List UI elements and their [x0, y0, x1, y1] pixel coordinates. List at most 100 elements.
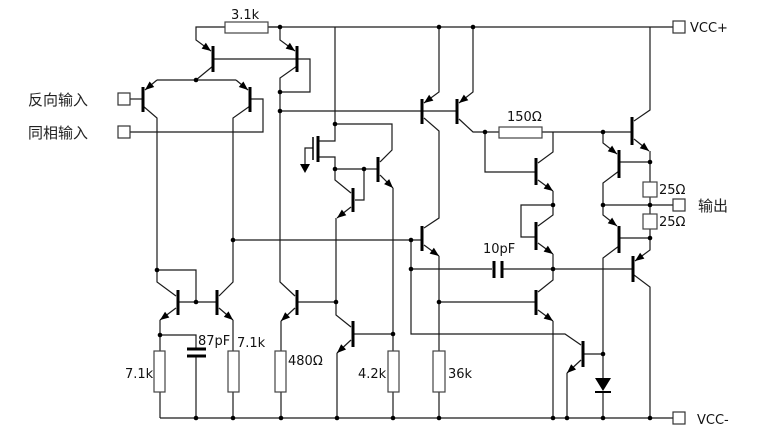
resistor-7-1k-right-label: 7.1k — [237, 336, 266, 351]
wire — [213, 58, 311, 93]
emitter-arrow-icon — [635, 252, 645, 261]
junction-dot — [647, 159, 653, 165]
emitter-arrow-icon — [337, 344, 347, 353]
emitter-arrow-icon — [384, 179, 393, 188]
wire — [602, 170, 620, 205]
inverting-input-pin[interactable] — [117, 92, 131, 106]
junction-dot — [230, 415, 236, 421]
junction-dot — [600, 129, 606, 135]
junction-dot — [157, 332, 163, 338]
junction-dot — [564, 415, 570, 421]
output-pin[interactable] — [672, 198, 686, 212]
emitter-arrow-icon — [607, 145, 617, 154]
wire — [142, 105, 177, 297]
wire — [335, 218, 352, 328]
junction-dot — [647, 202, 653, 208]
resistor-25-bottom-label: 25Ω — [659, 215, 686, 230]
ground-arrow-icon — [300, 164, 310, 173]
inverting-input-label: 反向输入 — [28, 91, 88, 109]
emitter-arrow-icon — [145, 81, 155, 90]
junction-dot — [482, 129, 488, 135]
junction-dot — [647, 415, 653, 421]
capacitor-87pf-label: 87pF — [198, 334, 230, 349]
emitter-arrow-icon — [459, 94, 469, 103]
resistor-4-2k — [387, 350, 400, 393]
capacitor-10pf-label: 10pF — [483, 242, 515, 257]
emitter-arrow-icon — [543, 182, 553, 191]
junction-dot — [230, 237, 236, 243]
wire — [537, 254, 554, 293]
wire — [423, 27, 440, 104]
wire — [195, 65, 214, 81]
junction-dot — [193, 299, 199, 305]
junction-dot — [277, 89, 283, 95]
junction-dot — [600, 202, 606, 208]
junction-dot — [334, 415, 340, 421]
resistor-25-top-label: 25Ω — [659, 183, 686, 198]
junction-dot — [278, 415, 284, 421]
emitter-arrow-icon — [607, 217, 617, 226]
emitter-arrow-icon — [543, 245, 553, 254]
junction-dot — [550, 415, 556, 421]
wire — [520, 204, 553, 238]
junction-dot — [390, 331, 396, 337]
junction-dot — [193, 77, 199, 83]
emitter-arrow-icon — [281, 312, 291, 321]
emitter-arrow-icon — [424, 94, 434, 103]
junction-dot — [332, 166, 338, 172]
wire — [410, 240, 582, 346]
junction-dot — [550, 202, 556, 208]
wire — [423, 117, 440, 229]
resistor-480-label: 480Ω — [288, 354, 323, 369]
wire — [484, 132, 536, 173]
wire — [130, 98, 264, 133]
wire — [458, 27, 474, 104]
resistor-36k — [432, 350, 446, 393]
wire — [195, 26, 225, 52]
emitter-arrow-icon — [238, 81, 248, 90]
wire — [537, 132, 554, 164]
resistor-25-top — [642, 181, 658, 198]
wire — [160, 334, 197, 349]
resistor-3-1k — [224, 21, 269, 34]
wire — [279, 65, 298, 297]
wire — [318, 27, 336, 142]
wire — [334, 169, 352, 194]
resistor-25-bottom — [642, 213, 658, 230]
resistor-7-1k-left — [153, 350, 166, 393]
emitter-arrow-icon — [160, 311, 170, 320]
junction-dot — [193, 415, 199, 421]
junction-dot — [277, 108, 283, 114]
resistor-36k-label: 36k — [448, 367, 473, 382]
resistor-480 — [274, 350, 287, 393]
emitter-arrow-icon — [429, 247, 439, 256]
vcc-minus-pin[interactable] — [672, 411, 686, 425]
emitter-arrow-icon — [223, 311, 233, 320]
noninverting-input-pin[interactable] — [117, 125, 131, 139]
junction-dot — [470, 24, 476, 30]
wire — [537, 191, 554, 227]
noninverting-input-label: 同相输入 — [28, 124, 88, 142]
wire — [633, 274, 651, 418]
wire — [335, 123, 393, 163]
diode-icon — [595, 378, 611, 391]
wire — [633, 27, 651, 122]
junction-dot — [332, 121, 338, 127]
emitter-arrow-icon — [337, 209, 347, 218]
emitter-arrow-icon — [201, 42, 211, 51]
junction-dot — [277, 24, 283, 30]
junction-dot — [436, 415, 442, 421]
vcc-plus-label: VCC+ — [690, 21, 728, 36]
resistor-7-1k-left-label: 7.1k — [125, 367, 154, 382]
vcc-plus-pin[interactable] — [672, 20, 686, 34]
junction-dot — [333, 299, 339, 305]
junction-dot — [600, 351, 606, 357]
wire — [458, 118, 499, 133]
emitter-arrow-icon — [639, 142, 649, 151]
emitter-arrow-icon — [543, 312, 553, 321]
emitter-arrow-icon — [567, 364, 577, 373]
wire — [157, 269, 197, 302]
wire — [602, 245, 620, 378]
